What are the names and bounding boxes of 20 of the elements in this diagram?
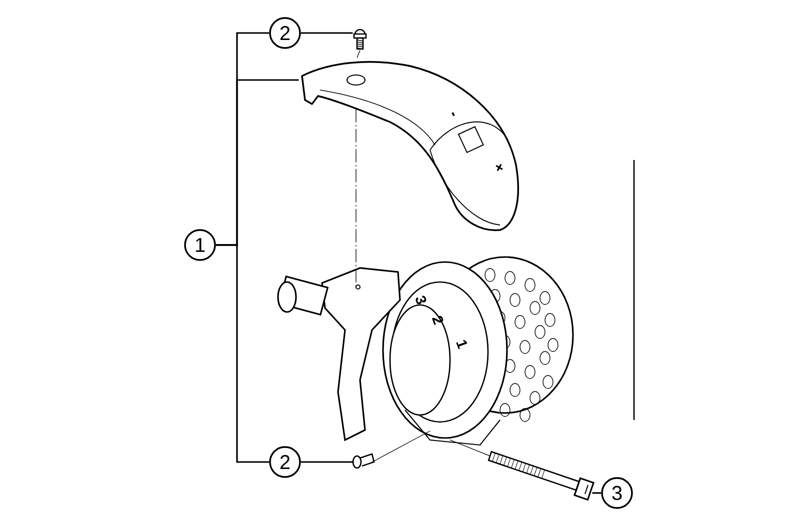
leader-line (592, 492, 602, 494)
assembly-line (450, 440, 490, 456)
part-marking: - (452, 112, 455, 116)
leader-line (216, 244, 270, 463)
shifter-drawing (277, 256, 574, 446)
part-marking: 1 (456, 340, 468, 350)
assembly-line (356, 50, 360, 58)
cover-drawing (301, 61, 520, 232)
screw-drawing (353, 28, 367, 50)
callout-number: 2 (269, 17, 301, 49)
callout-number: 3 (601, 477, 633, 509)
leader-line (300, 32, 353, 34)
part-marking: 3 (416, 296, 426, 304)
callout-number: 1 (184, 229, 216, 261)
callout-number: 2 (269, 446, 301, 478)
screw-drawing (352, 453, 375, 469)
assembly-line (372, 430, 430, 462)
part-marking: 2 (432, 316, 444, 326)
leader-line (300, 461, 354, 463)
part-marking: + (496, 164, 503, 172)
